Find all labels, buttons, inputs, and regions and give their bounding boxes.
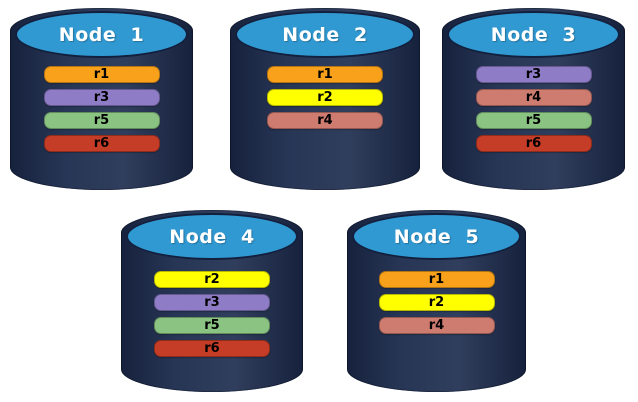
replica-list: r1 r2 r4 bbox=[347, 271, 526, 334]
node-cylinder-2: Node 2 r1 r2 r4 bbox=[230, 8, 420, 190]
replica-list: r1 r2 r4 bbox=[230, 66, 420, 129]
cylinder-cap: Node 5 bbox=[352, 213, 521, 260]
replica-list: r3 r4 r5 r6 bbox=[442, 66, 625, 152]
replica-bar-r1: r1 bbox=[378, 271, 495, 288]
node-cylinder-3: Node 3 r3 r4 r5 r6 bbox=[442, 8, 625, 190]
replica-bar-r2: r2 bbox=[378, 294, 495, 311]
replica-bar-r3: r3 bbox=[43, 89, 160, 106]
replica-bar-r3: r3 bbox=[475, 66, 592, 83]
replica-bar-r1: r1 bbox=[267, 66, 383, 83]
replica-bar-r6: r6 bbox=[154, 340, 270, 357]
node-title: Node 1 bbox=[58, 23, 145, 46]
cylinder-cap: Node 4 bbox=[126, 213, 298, 260]
cylinder-cap: Node 1 bbox=[15, 11, 188, 58]
replica-bar-r3: r3 bbox=[154, 294, 270, 311]
replica-list: r1 r3 r5 r6 bbox=[10, 66, 193, 152]
node-cylinder-1: Node 1 r1 r3 r5 r6 bbox=[10, 8, 193, 190]
replica-bar-r4: r4 bbox=[378, 317, 495, 334]
node-cylinder-4: Node 4 r2 r3 r5 r6 bbox=[121, 210, 303, 392]
node-title: Node 3 bbox=[490, 23, 577, 46]
replica-bar-r5: r5 bbox=[43, 112, 160, 129]
node-title: Node 5 bbox=[393, 225, 480, 248]
cylinder-cap: Node 3 bbox=[447, 11, 620, 58]
node-cylinder-5: Node 5 r1 r2 r4 bbox=[347, 210, 526, 392]
replica-bar-r2: r2 bbox=[154, 271, 270, 288]
replica-bar-r4: r4 bbox=[475, 89, 592, 106]
replica-list: r2 r3 r5 r6 bbox=[121, 271, 303, 357]
node-title: Node 4 bbox=[169, 225, 255, 248]
cylinder-cap: Node 2 bbox=[235, 11, 415, 58]
replica-bar-r1: r1 bbox=[43, 66, 160, 83]
replica-bar-r5: r5 bbox=[475, 112, 592, 129]
replica-bar-r4: r4 bbox=[267, 112, 383, 129]
replica-bar-r2: r2 bbox=[267, 89, 383, 106]
node-title: Node 2 bbox=[282, 23, 368, 46]
replica-bar-r6: r6 bbox=[475, 135, 592, 152]
replica-bar-r6: r6 bbox=[43, 135, 160, 152]
replica-bar-r5: r5 bbox=[154, 317, 270, 334]
